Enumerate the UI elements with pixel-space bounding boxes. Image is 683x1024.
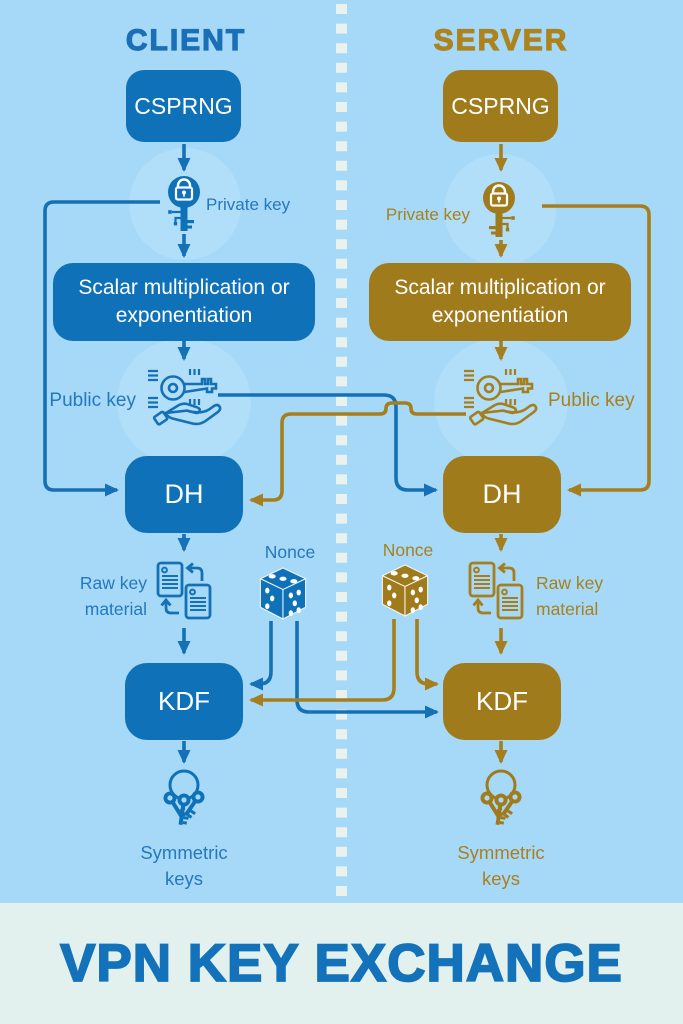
server-header: SERVER	[433, 23, 569, 57]
client-private-key-lock-key-icon	[160, 175, 208, 235]
server-private-key-label: Private key	[385, 205, 470, 224]
client-nonce-to-client-kdf-line	[249, 621, 273, 691]
client-raw-key-label: Raw key material	[79, 573, 147, 620]
client-public-key-to-server-dh-line	[218, 393, 438, 497]
client-nonce-label: Nonce	[264, 542, 316, 562]
server-private-key-to-dh-loop	[542, 204, 651, 497]
server-raw-key-label: Raw key material	[536, 573, 604, 620]
client-symmetric-keyring-icon	[152, 766, 216, 834]
client-private-key-to-dh-loop	[43, 200, 160, 497]
server-nonce-to-server-kdf-line	[415, 619, 439, 691]
client-public-key-in-hand-icon	[146, 361, 222, 433]
server-public-key-in-hand-icon	[462, 361, 538, 433]
client-raw-key-documents-exchange-icon	[152, 561, 216, 623]
server-scalar-box: Scalar multiplication or exponentiation	[369, 263, 631, 341]
client-kdf-box: KDF	[125, 663, 243, 740]
server-csprng-box: CSPRNG	[443, 70, 558, 142]
client-private-key-label: Private key	[206, 195, 291, 214]
footer-band: VPN KEY EXCHANGE	[0, 903, 683, 1024]
client-scalar-box: Scalar multiplication or exponentiation	[53, 263, 315, 341]
server-public-key-label: Public key	[548, 390, 635, 411]
client-header: CLIENT	[125, 23, 247, 57]
client-dh-box: DH	[125, 456, 243, 533]
server-nonce-dice-icon	[380, 563, 430, 618]
server-private-key-lock-key-icon	[475, 181, 523, 241]
client-symmetric-keys-label: Symmetric keys	[140, 842, 228, 889]
client-csprng-box: CSPRNG	[126, 70, 241, 142]
server-symmetric-keys-label: Symmetric keys	[457, 842, 545, 889]
server-kdf-box: KDF	[443, 663, 561, 740]
client-public-key-label: Public key	[49, 390, 136, 411]
server-nonce-to-client-kdf-line	[249, 619, 396, 707]
server-raw-key-documents-exchange-icon	[464, 561, 528, 623]
server-dh-box: DH	[443, 456, 561, 533]
server-public-key-to-client-dh-line	[249, 401, 466, 507]
connector-lines	[43, 4, 651, 900]
server-symmetric-keyring-icon	[469, 766, 533, 834]
server-nonce-label: Nonce	[382, 540, 434, 560]
client-nonce-dice-icon	[258, 566, 308, 621]
page-title: VPN KEY EXCHANGE	[59, 933, 623, 994]
